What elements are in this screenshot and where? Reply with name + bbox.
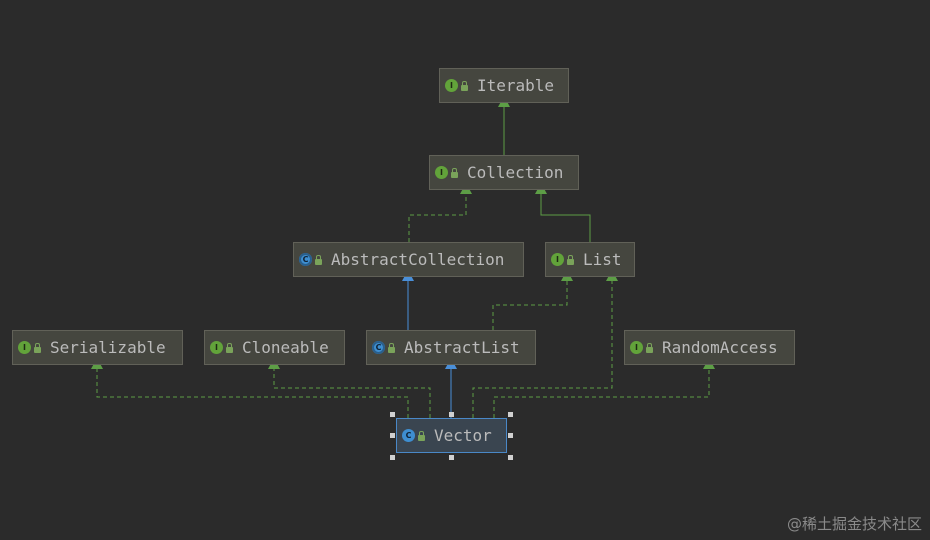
selection-handle[interactable] [449, 412, 454, 417]
watermark: @稀土掘金技术社区 [786, 515, 922, 533]
edge-abstractcollection-collection [408, 193, 467, 242]
edge-abstractlist-list [492, 280, 568, 330]
lock-icon [646, 342, 653, 353]
node-randomaccess[interactable]: I RandomAccess [624, 330, 795, 365]
abstract-class-icon: C [372, 341, 385, 354]
lock-icon [451, 167, 458, 178]
lock-icon [388, 342, 395, 353]
node-label: AbstractCollection [331, 250, 505, 269]
node-abstractcollection[interactable]: C AbstractCollection [293, 242, 524, 277]
node-list[interactable]: I List [545, 242, 635, 277]
edge-vector-list [472, 280, 613, 418]
lock-icon [315, 254, 322, 265]
lock-icon [226, 342, 233, 353]
node-serializable[interactable]: I Serializable [12, 330, 183, 365]
selection-handle[interactable] [390, 433, 395, 438]
class-icon: C [402, 429, 415, 442]
edge-list-collection [540, 193, 591, 242]
node-collection[interactable]: I Collection [429, 155, 579, 190]
lock-icon [418, 430, 425, 441]
node-cloneable[interactable]: I Cloneable [204, 330, 345, 365]
interface-icon: I [435, 166, 448, 179]
node-label: Cloneable [242, 338, 329, 357]
selection-handle[interactable] [508, 412, 513, 417]
node-label: Serializable [50, 338, 166, 357]
node-label: Iterable [477, 76, 555, 95]
selection-handle[interactable] [449, 455, 454, 460]
interface-icon: I [630, 341, 643, 354]
node-label: List [583, 250, 622, 269]
abstract-class-icon: C [299, 253, 312, 266]
lock-icon [461, 80, 468, 91]
node-label: AbstractList [404, 338, 520, 357]
interface-icon: I [210, 341, 223, 354]
interface-icon: I [445, 79, 458, 92]
selection-handle[interactable] [390, 455, 395, 460]
interface-icon: I [551, 253, 564, 266]
edge-vector-randomaccess [493, 368, 710, 418]
lock-icon [34, 342, 41, 353]
node-iterable[interactable]: I Iterable [439, 68, 569, 103]
edge-vector-serializable [96, 368, 409, 418]
node-abstractlist[interactable]: C AbstractList [366, 330, 536, 365]
node-label: Vector [434, 426, 492, 445]
node-vector[interactable]: C Vector [396, 418, 507, 453]
selection-handle[interactable] [508, 433, 513, 438]
node-label: Collection [467, 163, 564, 182]
edge-vector-cloneable [273, 368, 431, 418]
node-label: RandomAccess [662, 338, 778, 357]
lock-icon [567, 254, 574, 265]
interface-icon: I [18, 341, 31, 354]
selection-handle[interactable] [508, 455, 513, 460]
selection-handle[interactable] [390, 412, 395, 417]
